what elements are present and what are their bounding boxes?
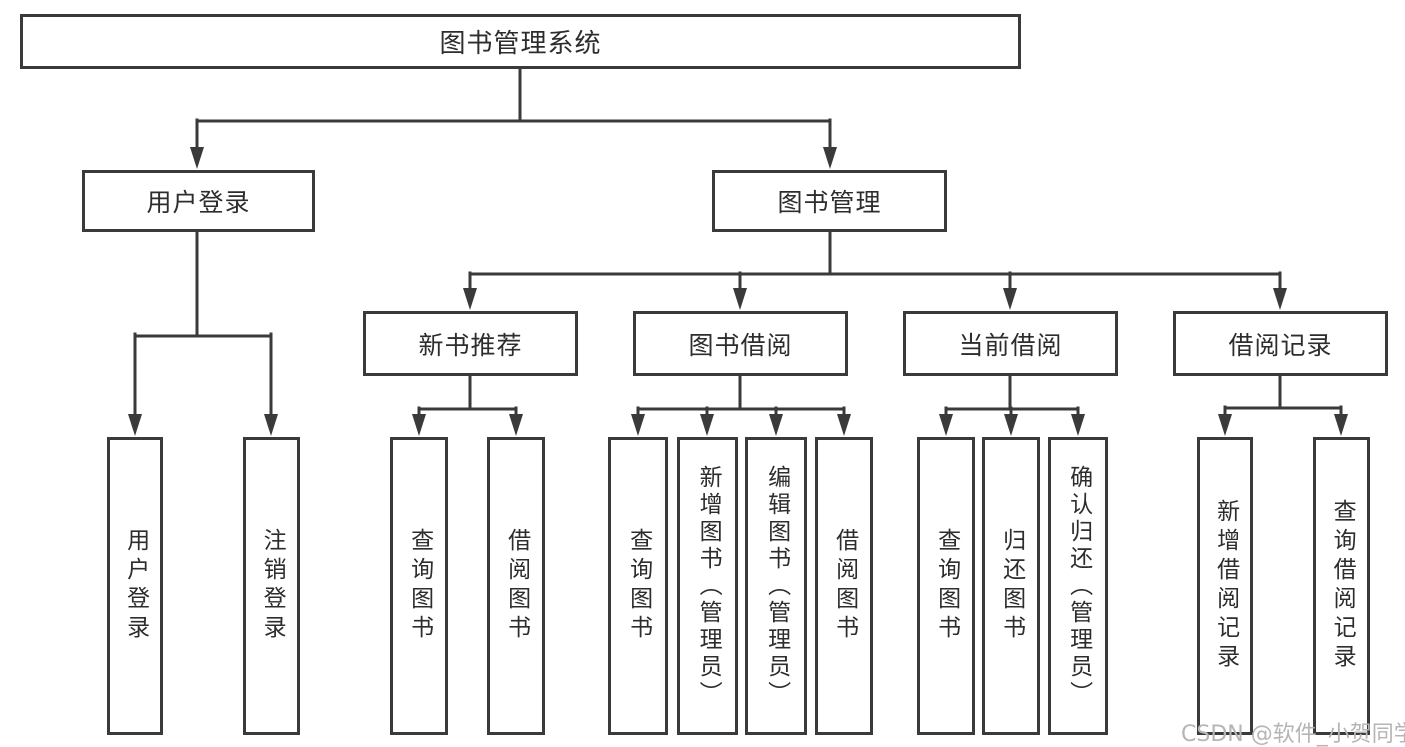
node-new-book-rec-label: 新书推荐: [418, 330, 523, 360]
leaf-bb-add-book-label: 新增图书（管理员）: [695, 464, 722, 708]
node-borrow-record-label: 借阅记录: [1228, 330, 1333, 360]
leaf-br-query-record: 查询借阅记录: [1313, 437, 1370, 735]
leaf-bb-edit-book-label: 编辑图书（管理员）: [763, 464, 790, 708]
node-root: 图书管理系统: [20, 14, 1021, 69]
leaf-br-add-record-label: 新增借阅记录: [1212, 499, 1239, 673]
arrowheads: [128, 147, 1348, 436]
leaf-rec-borrow-book: 借阅图书: [487, 437, 545, 735]
leaf-cb-query-book: 查询图书: [917, 437, 975, 735]
leaf-cb-confirm-return-label: 确认归还（管理员）: [1065, 464, 1092, 708]
connector-root-to-level2: [195, 65, 832, 154]
leaf-rec-borrow-book-label: 借阅图书: [503, 528, 530, 644]
leaf-br-query-record-label: 查询借阅记录: [1329, 499, 1356, 673]
leaf-bb-add-book: 新增图书（管理员）: [677, 437, 738, 735]
csdn-watermark: CSDN @软件_小贺同学: [1181, 722, 1405, 747]
node-book-borrow: 图书借阅: [633, 311, 848, 376]
leaf-br-add-record: 新增借阅记录: [1197, 437, 1253, 735]
leaf-bb-query-book: 查询图书: [608, 437, 668, 735]
node-book-mgmt: 图书管理: [712, 170, 947, 232]
leaf-bb-borrow-book: 借阅图书: [815, 437, 873, 735]
node-new-book-rec: 新书推荐: [363, 311, 578, 376]
connector-current-borrow-to-leaves: [944, 373, 1080, 420]
node-current-borrow: 当前借阅: [903, 311, 1118, 376]
leaf-cb-return-book-label: 归还图书: [998, 528, 1025, 644]
node-borrow-record: 借阅记录: [1173, 311, 1388, 376]
leaf-logout: 注销登录: [243, 437, 300, 735]
leaf-bb-borrow-book-label: 借阅图书: [831, 528, 858, 644]
leaf-cb-confirm-return: 确认归还（管理员）: [1048, 437, 1108, 735]
node-book-mgmt-label: 图书管理: [777, 188, 882, 217]
connector-book-mgmt-to-level3: [468, 229, 1282, 294]
node-root-label: 图书管理系统: [439, 29, 602, 59]
node-user-login-label: 用户登录: [146, 188, 251, 217]
connector-book-borrow-to-leaves: [636, 373, 846, 420]
leaf-logout-label: 注销登录: [259, 528, 286, 644]
leaf-cb-query-book-label: 查询图书: [933, 528, 960, 644]
leaf-bb-query-book-label: 查询图书: [625, 528, 652, 644]
connector-borrow-record-to-leaves: [1223, 373, 1343, 420]
leaf-bb-edit-book: 编辑图书（管理员）: [745, 437, 807, 735]
leaf-cb-return-book: 归还图书: [982, 437, 1040, 735]
leaf-user-login: 用户登录: [107, 437, 163, 735]
node-book-borrow-label: 图书借阅: [688, 330, 793, 360]
leaf-rec-query-book: 查询图书: [390, 437, 448, 735]
leaf-rec-query-book-label: 查询图书: [406, 528, 433, 644]
node-user-login: 用户登录: [82, 170, 315, 232]
leaf-user-login-label: 用户登录: [122, 528, 149, 644]
connector-new-book-to-leaves: [417, 373, 518, 420]
node-current-borrow-label: 当前借阅: [958, 330, 1063, 360]
connector-user-login-to-leaves: [133, 229, 273, 420]
